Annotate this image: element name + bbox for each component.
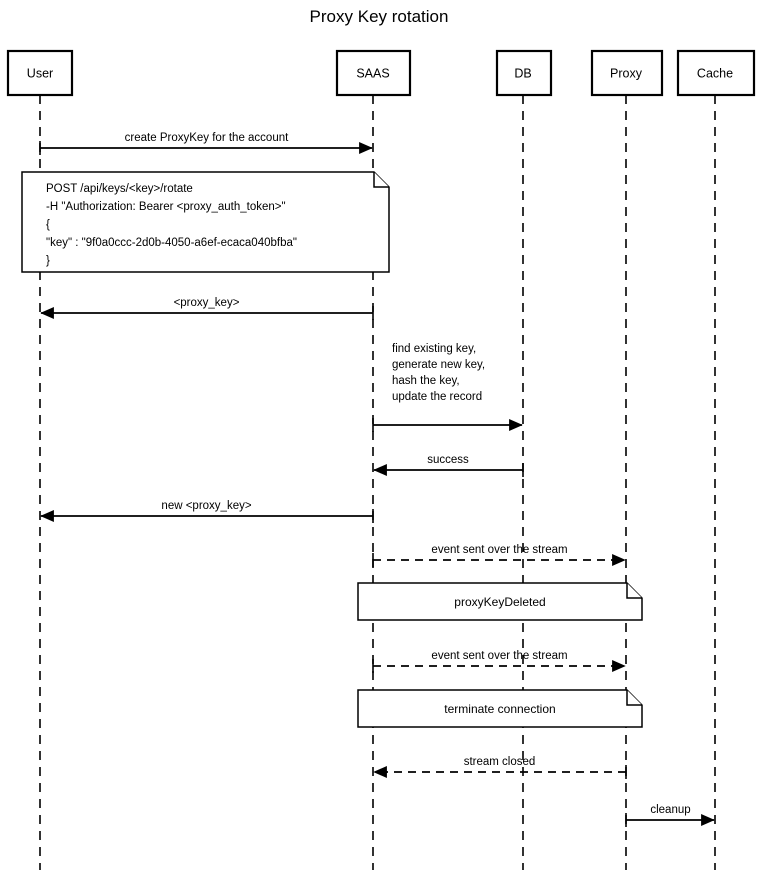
message-m3[interactable] <box>372 418 523 432</box>
note-body <box>21 171 390 273</box>
note-text-line: -H "Authorization: Bearer <proxy_auth_to… <box>46 201 286 213</box>
note-terminate-connection-note[interactable]: terminate connection <box>357 689 643 728</box>
activity-annotation-saas-internal-work: find existing key, generate new key, hash … <box>392 343 485 403</box>
message-m6[interactable]: event sent over the stream <box>372 544 626 567</box>
participant-db[interactable]: DB <box>495 49 553 97</box>
participant-cache[interactable]: Cache <box>676 49 756 97</box>
message-label: cleanup <box>650 804 690 816</box>
participant-box[interactable] <box>495 49 553 97</box>
message-label: <proxy_key> <box>174 297 240 309</box>
note-fold-corner <box>626 583 642 599</box>
notes-layer: POST /api/keys/<key>/rotate -H "Authoriza… <box>21 171 643 728</box>
note-fold-corner <box>626 690 642 706</box>
participant-label: User <box>27 67 53 81</box>
participant-box[interactable] <box>590 49 664 97</box>
participants-layer: User SAAS DB Proxy Cache <box>6 49 756 97</box>
participant-label: Cache <box>697 67 733 81</box>
note-proxy-key-deleted-note[interactable]: proxyKeyDeleted <box>357 582 643 621</box>
note-text: proxyKeyDeleted <box>454 595 545 609</box>
note-text-line: "key" : "9f0a0ccc-2d0b-4050-a6ef-ecaca04… <box>46 237 297 249</box>
activity-line: hash the key, <box>392 375 460 387</box>
message-m4[interactable]: success <box>373 454 524 477</box>
activity-line: generate new key, <box>392 359 485 371</box>
activity-line: update the record <box>392 391 482 403</box>
note-text-line: { <box>46 219 50 231</box>
note-text: terminate connection <box>444 702 555 716</box>
message-m5[interactable]: new <proxy_key> <box>40 500 374 523</box>
page-title: Proxy Key rotation <box>310 7 449 26</box>
note-body <box>357 582 643 621</box>
participant-proxy[interactable]: Proxy <box>590 49 664 97</box>
participant-user[interactable]: User <box>6 49 74 97</box>
messages-layer: create ProxyKey for the account <proxy_ke… <box>39 132 715 827</box>
participant-saas[interactable]: SAAS <box>335 49 412 97</box>
message-label: create ProxyKey for the account <box>125 132 289 144</box>
note-request-note[interactable]: POST /api/keys/<key>/rotate -H "Authoriza… <box>21 171 390 273</box>
participant-label: DB <box>514 67 531 81</box>
note-body <box>357 689 643 728</box>
message-m9[interactable]: cleanup <box>625 804 715 827</box>
message-m8[interactable]: stream closed <box>373 756 627 779</box>
message-label: event sent over the stream <box>431 544 567 556</box>
message-m7[interactable]: event sent over the stream <box>372 650 626 673</box>
message-label: new <proxy_key> <box>161 500 251 512</box>
message-m2[interactable]: <proxy_key> <box>40 297 374 320</box>
participant-label: SAAS <box>356 67 389 81</box>
message-m1[interactable]: create ProxyKey for the account <box>39 132 373 155</box>
activity-line: find existing key, <box>392 343 476 355</box>
participant-box[interactable] <box>676 49 756 97</box>
message-label: stream closed <box>464 756 536 768</box>
note-text-line: } <box>46 255 50 267</box>
message-label: event sent over the stream <box>431 650 567 662</box>
participant-label: Proxy <box>610 67 643 81</box>
activity-annotation-layer: find existing key, generate new key, hash … <box>392 343 485 403</box>
note-fold-corner <box>373 172 389 188</box>
note-text-line: POST /api/keys/<key>/rotate <box>46 183 193 195</box>
message-label: success <box>427 454 469 466</box>
